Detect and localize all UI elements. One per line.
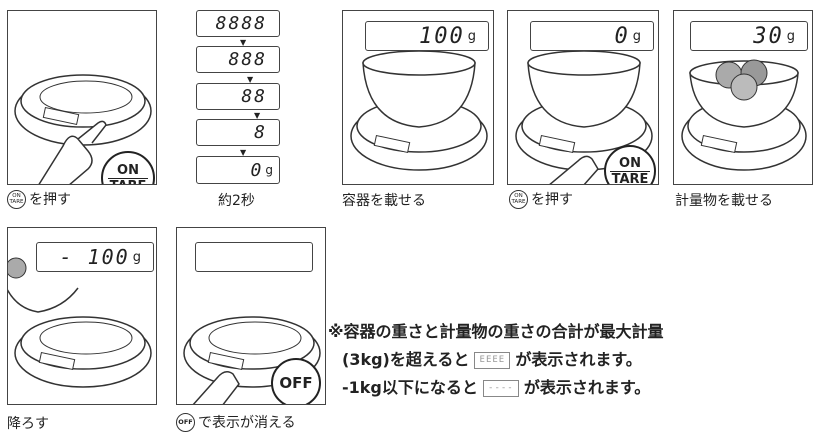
scale-with-bowl-illustration (515, 50, 653, 184)
step7-caption-text: で表示が消える (198, 415, 296, 431)
step1-caption-text: を押す (29, 192, 71, 208)
off-mini-icon: OFF (176, 412, 195, 432)
on-tare-button-icon: ON TARE (604, 145, 656, 184)
arrow-down-icon: ▼ (254, 111, 261, 120)
step6-caption: 降ろす (7, 416, 49, 432)
step7-caption: OFF で表示が消える (176, 412, 296, 432)
tare-label: TARE (107, 177, 149, 184)
off-button-icon: OFF (271, 358, 321, 404)
step2-caption: 約2秒 (218, 193, 255, 209)
sequence-display-2: 888 (196, 46, 280, 73)
sequence-display-3: 88 (196, 83, 280, 110)
overload-indicator: EEEE (474, 352, 511, 369)
sequence-display-1: 8888 (196, 10, 280, 37)
scale-with-items-illustration (681, 59, 807, 171)
blank-display (195, 242, 313, 272)
note-line-1: ※容器の重さと計量物の重さの合計が最大計量 (328, 322, 664, 341)
step3-caption: 容器を載せる (342, 193, 426, 209)
step7-panel: OFF (176, 227, 326, 405)
arrow-down-icon: ▼ (240, 38, 247, 47)
step4-caption-text: を押す (531, 192, 573, 208)
on-label: ON (117, 162, 139, 178)
arrow-down-icon: ▼ (247, 75, 254, 84)
scale-illustration (14, 74, 152, 184)
arrow-down-icon: ▼ (240, 148, 247, 157)
underload-indicator: ---- (482, 380, 519, 397)
sequence-display-4: 8 (196, 119, 280, 146)
note-line-3: -1kg以下になると----が表示されます。 (342, 378, 651, 397)
scale-with-bowl-illustration (350, 50, 488, 171)
step1-panel: ON TARE (7, 10, 157, 185)
step5-caption: 計量物を載せる (675, 193, 773, 209)
scale-removed-bowl-illustration (8, 257, 152, 388)
